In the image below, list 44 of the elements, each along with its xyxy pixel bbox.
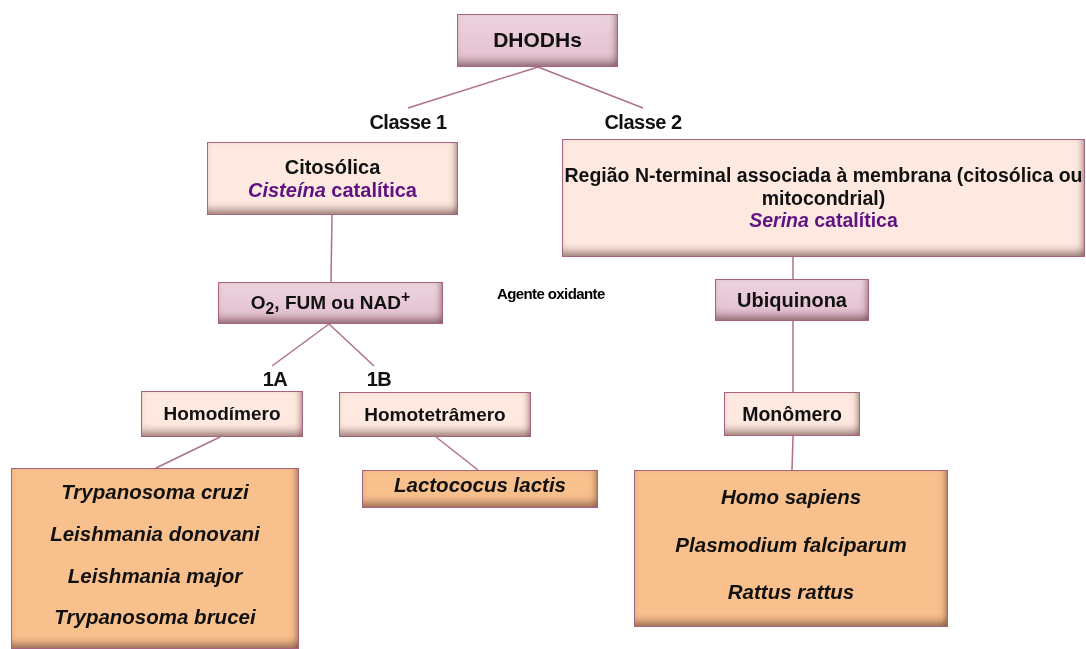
connector-line [792, 320, 794, 393]
box-title: Monômero [742, 402, 842, 426]
class-label: 1B [360, 366, 398, 392]
connector-line [330, 214, 333, 283]
category-box [457, 14, 618, 67]
species-name: Plasmodium falciparum [675, 532, 907, 557]
species-name: Leishmania donovani [50, 521, 260, 546]
category-box [218, 282, 443, 324]
connector-line [271, 323, 330, 367]
connector-line [537, 66, 644, 109]
box-title: Citosólica [284, 155, 381, 179]
species-name: Lactococus lactis [393, 473, 566, 497]
category-box [715, 279, 869, 321]
category-box [562, 139, 1085, 257]
catalytic-residue: Serina catalítica [749, 209, 898, 232]
box-title: Homotetrâmero [364, 403, 506, 426]
species-box [362, 470, 598, 508]
connector-line [791, 435, 794, 471]
species-name: Rattus rattus [727, 580, 855, 604]
class-label: Classe 2 [590, 108, 696, 136]
box-title: Homodímero [163, 403, 281, 425]
box-title: Região N-terminal associada à membrana (citosólica ou mitocondrial) [563, 164, 1084, 210]
connector-line [328, 323, 375, 367]
class-label: Classe 1 [355, 108, 461, 136]
annotation-text: Agente oxidante [497, 285, 605, 302]
connector-line [407, 66, 539, 109]
catalytic-residue: Cisteína catalítica [248, 178, 417, 202]
species-name: Homo sapiens [720, 485, 862, 509]
connector-line [792, 256, 794, 280]
category-box [339, 392, 531, 437]
box-title: DHODHs [493, 28, 582, 53]
class-label: 1A [256, 366, 294, 392]
species-name: Trypanosoma cruzi [61, 480, 249, 504]
category-box [724, 392, 860, 436]
connector-line [155, 436, 221, 469]
box-title: Ubiquinona [737, 288, 847, 312]
category-box [141, 391, 303, 437]
category-box [207, 142, 458, 215]
box-title: O$_{2}$, FUM ou NAD$^{+}$ [250, 287, 411, 319]
species-box [11, 468, 299, 649]
connector-line [435, 436, 479, 471]
species-name: Leishmania major [67, 563, 243, 588]
species-box [634, 470, 948, 627]
species-name: Trypanosoma brucei [54, 605, 256, 629]
